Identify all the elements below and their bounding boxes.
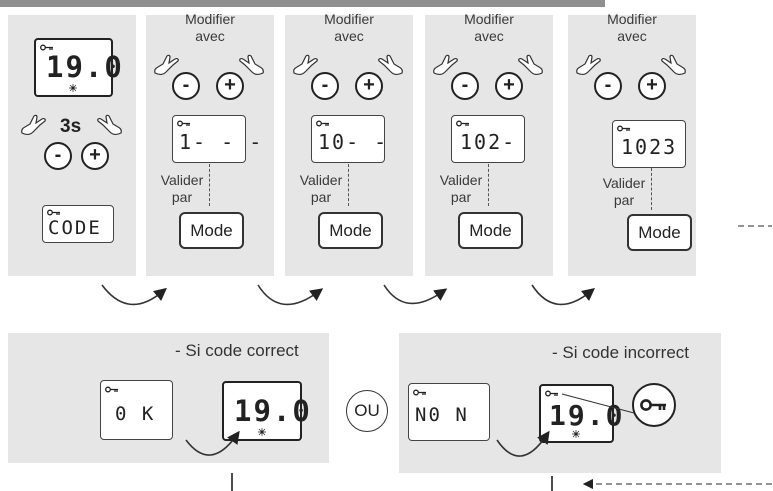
minus-button[interactable]: - xyxy=(44,142,72,170)
lcd-display: 0 K xyxy=(100,380,173,440)
key-icon xyxy=(105,386,118,393)
plus-button[interactable]: + xyxy=(355,72,383,100)
key-icon xyxy=(316,120,329,127)
lcd-value: 10- - xyxy=(318,130,389,154)
result-panel-correct: - Si code correct 0 K 19.0 xyxy=(8,333,329,463)
result-panel-incorrect: - Si code incorrect N0 N 19.0 xyxy=(399,333,721,473)
minus-button[interactable]: - xyxy=(311,72,339,100)
mode-button[interactable]: Mode xyxy=(318,212,383,249)
result-title: - Si code incorrect xyxy=(552,343,689,362)
or-separator: OU xyxy=(346,390,388,432)
key-icon xyxy=(640,399,666,411)
curved-arrow-icon xyxy=(383,284,448,305)
key-icon xyxy=(545,390,558,397)
result-title: - Si code correct xyxy=(175,341,299,360)
lcd-value: 19.0 xyxy=(549,399,625,432)
validate-label: Valider par xyxy=(160,172,204,205)
step-panel-5: Modifier avec - + 1023 Valider par Mode xyxy=(568,11,696,276)
step-panel-4: Modifier avec - + 102- Valider par Mode xyxy=(425,11,553,276)
hand-icon xyxy=(239,54,264,75)
lcd-value: N0 N xyxy=(415,404,469,426)
curved-arrow-icon xyxy=(185,430,240,456)
step-panel-3: Modifier avec - + 10- - Valider par Mode xyxy=(285,11,413,276)
curved-arrow-icon xyxy=(531,284,595,306)
dashed-connector xyxy=(348,164,349,206)
hand-icon xyxy=(21,114,46,135)
modify-label: Modifier avec xyxy=(607,11,657,44)
hand-icon xyxy=(661,54,686,75)
key-icon xyxy=(413,389,426,396)
key-icon xyxy=(177,120,190,127)
key-icon xyxy=(617,125,630,132)
step-panel-2: Modifier avec - + 1- - - Valider par Mod… xyxy=(146,11,274,276)
lcd-display: 1023 xyxy=(612,120,686,168)
dashed-connector xyxy=(209,164,210,206)
hand-icon xyxy=(433,54,458,75)
key-zoom-circle xyxy=(632,383,676,427)
validate-label: Valider par xyxy=(602,175,646,208)
sun-icon xyxy=(69,84,77,92)
minus-button[interactable]: - xyxy=(451,72,479,100)
validate-label: Valider par xyxy=(299,172,343,205)
modify-label: Modifier avec xyxy=(324,11,374,44)
minus-button[interactable]: - xyxy=(172,72,200,100)
curved-arrow-icon xyxy=(257,284,324,306)
mode-button[interactable]: Mode xyxy=(179,212,244,249)
mode-button[interactable]: Mode xyxy=(627,214,692,251)
lcd-value: 1- - - xyxy=(179,130,264,154)
hold-duration-label: 3s xyxy=(60,116,82,137)
hand-icon xyxy=(293,54,318,75)
hand-icon xyxy=(97,114,122,135)
hand-icon xyxy=(154,54,179,75)
sun-icon xyxy=(258,428,266,436)
sun-icon xyxy=(572,430,580,438)
lcd-value: 102- xyxy=(460,130,517,154)
hand-icon xyxy=(518,54,543,75)
lcd-display: 102- xyxy=(451,115,525,163)
dashed-connector xyxy=(488,164,489,206)
top-bar xyxy=(0,0,605,7)
hand-icon xyxy=(576,54,601,75)
lcd-value: 19.0 xyxy=(234,394,312,428)
curved-arrow-icon xyxy=(496,430,550,457)
dashed-connector xyxy=(651,168,652,210)
curved-arrow-icon xyxy=(101,284,167,306)
step-panel-1: 19.0 3s - + CODE xyxy=(8,15,136,276)
plus-button[interactable]: + xyxy=(495,72,523,100)
hand-icon xyxy=(378,54,403,75)
lcd-display: 10- - xyxy=(311,115,389,163)
validate-label: Valider par xyxy=(439,172,483,205)
plus-button[interactable]: + xyxy=(81,142,109,170)
plus-button[interactable]: + xyxy=(638,72,666,100)
key-icon xyxy=(47,209,60,216)
lcd-display: 1- - - xyxy=(172,115,261,163)
lcd-display: N0 N xyxy=(408,383,490,441)
key-icon xyxy=(40,44,53,51)
minus-button[interactable]: - xyxy=(594,72,622,100)
key-icon xyxy=(456,120,469,127)
lcd-display: 19.0 xyxy=(34,38,122,97)
lcd-display: CODE xyxy=(42,205,114,243)
lcd-value: CODE xyxy=(48,217,102,239)
modify-label: Modifier avec xyxy=(185,11,235,44)
modify-label: Modifier avec xyxy=(464,11,514,44)
lcd-value: 19.0 xyxy=(46,50,124,84)
lcd-value: 1023 xyxy=(621,135,678,159)
lcd-value: 0 K xyxy=(115,403,156,425)
callout-line xyxy=(561,393,635,414)
lcd-display: 19.0 xyxy=(539,384,622,443)
mode-button[interactable]: Mode xyxy=(458,212,523,249)
plus-button[interactable]: + xyxy=(216,72,244,100)
